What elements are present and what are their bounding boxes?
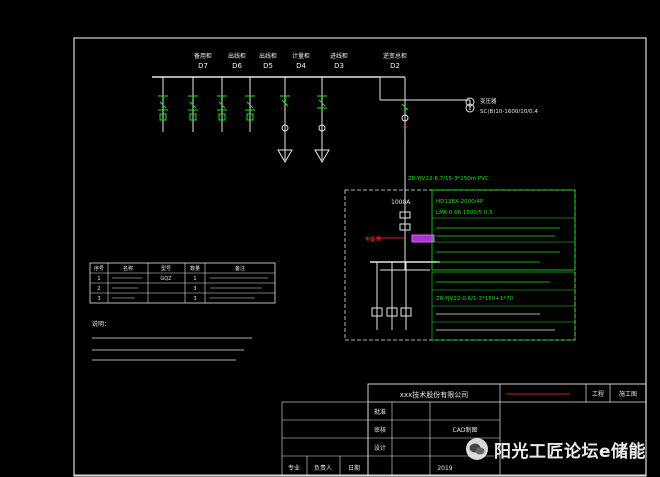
table-header: 备注 — [235, 265, 245, 272]
feeder-name: 备用柜 — [194, 52, 212, 60]
feeder-code: D3 — [334, 62, 344, 70]
notes-title: 说明： — [92, 320, 110, 328]
spec-row: HD13BX-2000/4P — [436, 199, 484, 205]
bottom-label: 专业 — [288, 464, 300, 472]
bottom-label: 日期 — [348, 464, 360, 472]
notes: 说明： — [92, 320, 252, 361]
feeder-name: 计量柜 — [292, 52, 310, 60]
feeder-code: D4 — [296, 62, 306, 70]
table-cell: 3 — [97, 296, 100, 302]
spec-row: LMK-0.66 1500/5 0.5 — [436, 210, 493, 216]
stage-label: 施工图 — [619, 390, 637, 398]
feeder-name: 出线柜 — [259, 52, 277, 60]
meter-box — [411, 234, 435, 243]
table-header: 数量 — [190, 265, 200, 272]
feeder-code: D2 — [390, 62, 400, 70]
feeder-code: D7 — [198, 62, 208, 70]
table-cell: 1 — [193, 276, 196, 282]
drawing-year: 2019 — [437, 465, 452, 472]
company-name: xxx技术股份有限公司 — [400, 390, 468, 399]
transformer-name: 变压器 — [480, 97, 497, 105]
spec-panel: HD13BX-2000/4P LMK-0.66 1500/5 0.5 ZR-YJ… — [431, 189, 576, 341]
sign-row: 批准 — [374, 408, 386, 416]
feeder-name: 逆变总柜 — [383, 52, 407, 60]
spec-row: ZR-YJV22-0.6/1-3*150+1*70 — [436, 296, 514, 302]
project-label: 工程 — [592, 390, 604, 398]
sign-row: 设计 — [374, 444, 386, 452]
bottom-label: 负责人 — [314, 464, 332, 472]
table-header: 名称 — [123, 265, 133, 272]
feeder-code: D5 — [263, 62, 273, 70]
feeder-branches — [158, 77, 470, 188]
table-header: 序号 — [94, 265, 104, 272]
table-cell: 3 — [193, 286, 196, 292]
equipment-table: 序号 名称 型号 数量 备注 1 GQZ 1 2 3 3 3 — [89, 262, 276, 304]
feeder-name: 出线柜 — [228, 52, 246, 60]
table-cell: GQZ — [160, 276, 172, 282]
table-cell: 1 — [97, 276, 100, 282]
cable-top-label: ZR-YJV22-8.7/15-3*150m PVC — [408, 176, 489, 182]
table-cell: 2 — [97, 286, 100, 292]
meter-label: 电能表 — [365, 235, 382, 243]
sign-row: 审核 — [374, 426, 386, 434]
table-header: 型号 — [161, 265, 171, 272]
feeder-name: 进线柜 — [330, 52, 348, 60]
transformer: 变压器 SC(B)10-1600/10/0.4 — [465, 97, 538, 115]
cabinet-internals: 1000A 电能表 — [365, 188, 440, 330]
cad-label: CAD制图 — [453, 426, 478, 434]
transformer-spec: SC(B)10-1600/10/0.4 — [480, 109, 538, 115]
breaker-rating: 1000A — [391, 199, 411, 206]
feeder-labels: 备用柜 D7 出线柜 D6 出线柜 D5 计量柜 D4 进线柜 D3 逆变总柜 … — [194, 52, 407, 70]
feeder-code: D6 — [232, 62, 242, 70]
table-cell: 3 — [193, 296, 196, 302]
